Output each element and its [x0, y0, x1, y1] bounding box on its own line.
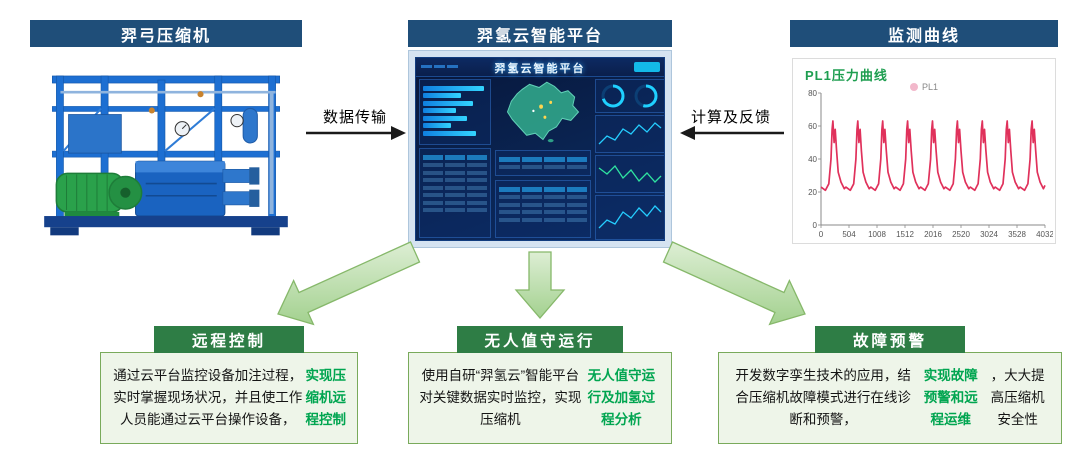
feature-body-fault-warning: 开发数字孪生技术的应用，结合压缩机故障模式进行在线诊断和预警，实现故障预警和远程…: [718, 352, 1062, 444]
pressure-chart-svg: 0 20 40 60 80 0 504 1008 1512 2016 2520 3024 3528 403…: [808, 89, 1053, 239]
svg-text:3528: 3528: [1008, 230, 1026, 239]
svg-text:1512: 1512: [896, 230, 914, 239]
feature-body-remote-control: 通过云平台监控设备加注过程，实时掌握现场状况，并且使工作人员能通过云平台操作设备…: [100, 352, 358, 444]
svg-text:2520: 2520: [952, 230, 970, 239]
dashboard-data-table: [419, 148, 491, 238]
curve-header: 监测曲线: [790, 20, 1058, 47]
pressure-legend-label: PL1: [921, 82, 939, 92]
svg-text:0: 0: [819, 230, 824, 239]
data-transfer-arrow-icon: [306, 126, 406, 140]
platform-header: 羿氢云智能平台: [408, 20, 672, 47]
platform-dashboard: 羿氢云智能平台: [415, 57, 665, 241]
feedback-arrow-icon: [680, 126, 784, 140]
feature-header-remote-control: 远程控制: [154, 326, 304, 353]
down-right-arrow-icon: [662, 241, 806, 326]
down-left-arrow-icon: [277, 241, 421, 326]
mini-line-chart-2: [595, 155, 664, 193]
svg-text:60: 60: [808, 122, 817, 131]
dashboard-title: 羿氢云智能平台: [494, 63, 586, 75]
curve-header-label: 监测曲线: [887, 27, 960, 45]
down-arrow-icon: [514, 251, 566, 319]
pressure-chart-title: PL1压力曲线: [805, 68, 888, 83]
feedback-label: 计算及反馈: [690, 109, 771, 126]
dashboard-menu-icon: [421, 65, 458, 68]
feature-body-unattended: 使用自研“羿氢云”智能平台对关键数据实时监控，实现压缩机无人值守运行及加氢过程分…: [408, 352, 672, 444]
mini-line-chart-1: [595, 115, 664, 153]
compressor-image: [32, 52, 300, 240]
svg-text:3024: 3024: [980, 230, 998, 239]
china-map: [506, 81, 580, 143]
feature-title-remote-control: 远程控制: [191, 332, 266, 350]
dashboard-stat-strip: [495, 150, 591, 176]
data-transfer-label: 数据传输: [322, 109, 387, 126]
svg-text:504: 504: [842, 230, 856, 239]
pressure-legend-dot: [909, 83, 918, 91]
compressor-header-label: 羿弓压缩机: [120, 27, 211, 45]
pressure-chart-legend: PL1: [909, 82, 939, 92]
pressure-chart-card: PL1压力曲线 PL1 0 20 40 60 80 0 504 1008 1512 2016 252…: [792, 58, 1056, 244]
dashboard-records-table: [495, 180, 591, 238]
platform-header-label: 羿氢云智能平台: [476, 27, 603, 45]
svg-text:0: 0: [813, 221, 818, 230]
svg-text:40: 40: [808, 155, 817, 164]
compressor-header: 羿弓压缩机: [30, 20, 302, 47]
svg-text:4032: 4032: [1036, 230, 1053, 239]
svg-text:80: 80: [808, 89, 817, 98]
dashboard-button: [634, 62, 660, 72]
feature-header-unattended: 无人值守运行: [457, 326, 623, 353]
feature-title-unattended: 无人值守运行: [484, 332, 596, 350]
svg-text:20: 20: [808, 188, 817, 197]
dashboard-top-bar: [416, 58, 664, 77]
svg-text:1008: 1008: [868, 230, 886, 239]
dashboard-bar-chart: [419, 79, 491, 145]
feature-title-fault-warning: 故障预警: [852, 332, 927, 350]
platform-screenshot-frame: 羿氢云智能平台: [408, 50, 672, 248]
svg-text:2016: 2016: [924, 230, 942, 239]
mini-line-chart-3: [595, 195, 664, 240]
feature-header-fault-warning: 故障预警: [815, 326, 965, 353]
gauge-rings: [595, 79, 664, 113]
compressor-illustration-svg: [44, 75, 288, 236]
